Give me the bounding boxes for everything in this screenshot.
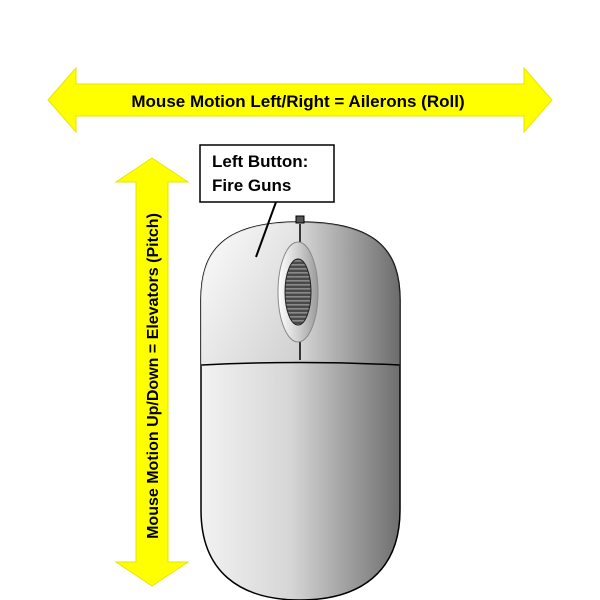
- callout-line-1: Left Button:: [212, 152, 308, 171]
- right-mouse-button[interactable]: [300, 222, 400, 364]
- scroll-wheel-icon[interactable]: [284, 258, 312, 326]
- palm-divider: [201, 361, 400, 366]
- cable-stub: [295, 215, 305, 224]
- vertical-arrow-label: Mouse Motion Up/Down = Elevators (Pitch): [145, 213, 162, 539]
- vertical-arrow: [114, 157, 190, 587]
- callout-line-2: Fire Guns: [212, 176, 291, 195]
- horizontal-arrow-label: Mouse Motion Left/Right = Ailerons (Roll…: [131, 92, 464, 111]
- callout-leader-line: [255, 201, 277, 258]
- callout-box: [199, 144, 335, 203]
- horizontal-arrow: [47, 66, 553, 134]
- left-mouse-button[interactable]: [201, 222, 300, 364]
- computer-mouse-icon: [200, 215, 401, 600]
